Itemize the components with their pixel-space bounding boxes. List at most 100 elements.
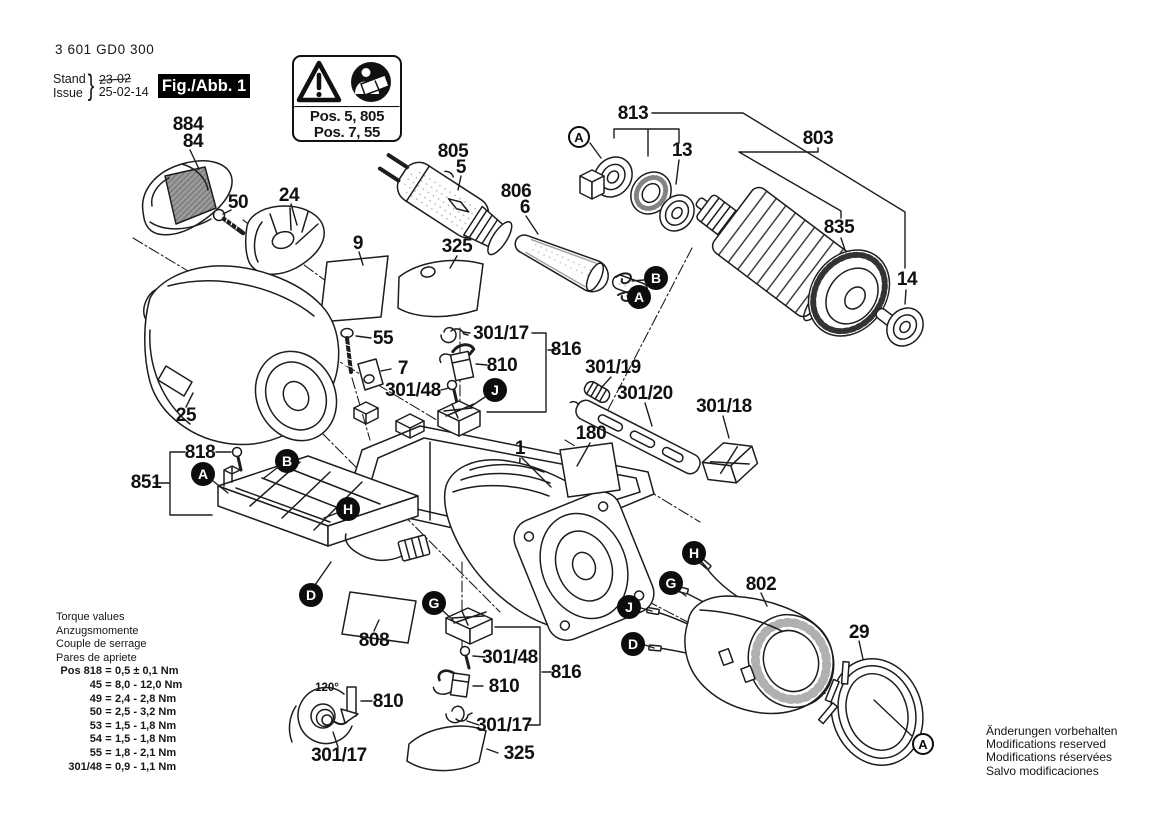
footer-note-de: Änderungen vorbehalten <box>986 724 1118 738</box>
read-manual-icon <box>351 62 391 102</box>
part-label: 884 <box>172 114 204 135</box>
equals-sign: = <box>105 706 112 719</box>
stand-label: Stand <box>53 72 86 86</box>
footer-notes: Änderungen vorbehalten Modifications res… <box>986 724 1118 778</box>
part-label: 9 <box>352 233 364 254</box>
torque-pos: 301/48 <box>68 760 102 773</box>
torque-pos: 55 <box>89 746 102 759</box>
part-label: 14 <box>896 269 918 290</box>
part-label: 806 <box>500 181 532 202</box>
part-label: 301/17 <box>473 323 529 344</box>
part-label: 813 <box>617 103 649 124</box>
part-label: 835 <box>823 217 855 238</box>
torque-title-en: Torque values <box>56 611 125 623</box>
torque-table: Torque values Anzugsmomente Couple de se… <box>56 611 182 774</box>
plate-180-drawing <box>559 442 621 498</box>
sheet-325-bottom-drawing <box>406 725 487 772</box>
torque-value: 2,5 - 3,2 Nm <box>115 706 177 719</box>
part-label: 301/17 <box>311 745 367 766</box>
torque-pos: 50 <box>89 706 102 719</box>
part-label: 7 <box>397 358 409 379</box>
connection-marker: B <box>644 266 668 290</box>
warning-triangle-icon <box>296 60 342 103</box>
part-label: 818 <box>184 442 216 463</box>
part-label: 802 <box>745 574 777 595</box>
baffle-24-drawing <box>244 205 325 275</box>
connection-marker: J <box>483 378 507 402</box>
part-label: 301/17 <box>476 715 532 736</box>
part-label: 810 <box>486 355 518 376</box>
torque-value: 1,5 - 1,8 Nm <box>115 733 177 746</box>
part-label: 1 <box>514 438 526 459</box>
issue-block: Stand Issue } 23-02 25-02-14 <box>53 69 149 103</box>
wire-end-1 <box>615 272 632 285</box>
connection-marker: A <box>627 285 651 309</box>
spring-detail-drawing <box>288 686 359 745</box>
torque-pos: 45 <box>89 678 102 691</box>
part-label: 325 <box>503 743 535 764</box>
ring-29-drawing <box>817 658 924 766</box>
issue-label: Issue <box>53 86 83 100</box>
part-label: 6 <box>519 197 531 218</box>
plate-7-drawing <box>357 358 384 391</box>
leader-lines <box>153 112 913 754</box>
torque-value: 2,4 - 2,8 Nm <box>115 692 177 705</box>
connection-marker: H <box>336 497 360 521</box>
equals-sign: = <box>105 692 112 705</box>
footer-note-es: Salvo modificaciones <box>986 763 1099 778</box>
part-label: 84 <box>182 131 204 152</box>
part-label: 55 <box>372 328 394 349</box>
part-label: 851 <box>130 472 162 493</box>
part-label: 13 <box>671 140 693 161</box>
connection-marker: H <box>682 541 706 565</box>
figure-label: Fig./Abb. 1 <box>158 74 250 98</box>
sheet-325-hole <box>420 266 436 278</box>
part-label: 24 <box>278 185 300 206</box>
connection-marker: A <box>191 462 215 486</box>
equals-sign: = <box>105 760 112 773</box>
torque-value: 1,5 - 1,8 Nm <box>115 719 177 732</box>
armature-803-drawing <box>579 156 924 347</box>
type-number: 3 601 GD0 300 <box>55 42 155 57</box>
torque-pos: 53 <box>89 719 102 732</box>
torque-row: 301/48=0,9 - 1,1 Nm <box>56 761 182 775</box>
plug-805-drawing <box>377 153 513 256</box>
equals-sign: = <box>105 746 112 759</box>
footer-note-fr: Modifications réservées <box>986 750 1113 765</box>
part-label: 5 <box>455 157 467 178</box>
part-label: 805 <box>437 141 469 162</box>
part-label: 120° <box>315 682 339 694</box>
torque-value: 0,9 - 1,1 Nm <box>115 760 177 773</box>
footer-note-en: Modifications reserved <box>986 737 1107 752</box>
warning-pos-line-1: Pos. 5, 805 <box>309 108 385 125</box>
connection-marker: J <box>617 595 641 619</box>
old-issue-date: 23-02 <box>98 71 132 87</box>
part-label: 816 <box>550 339 582 360</box>
torque-row: 54=1,5 - 1,8 Nm <box>56 733 182 747</box>
torque-pos: 49 <box>89 692 102 705</box>
equals-sign: = <box>105 719 112 732</box>
sheet-808-drawing <box>341 591 417 644</box>
screw-55-drawing <box>340 327 354 374</box>
part-label: 25 <box>175 405 197 426</box>
torque-pos: Pos 818 <box>60 665 102 678</box>
connection-marker: B <box>275 449 299 473</box>
part-label: 301/20 <box>617 383 673 404</box>
torque-value: 0,5 ± 0,1 Nm <box>115 665 179 678</box>
torque-row: 45=8,0 - 12,0 Nm <box>56 678 183 693</box>
warning-divider <box>294 106 400 108</box>
part-label: 816 <box>550 662 582 683</box>
equals-sign: = <box>105 665 112 678</box>
torque-row: 53=1,5 - 1,8 Nm <box>56 720 182 734</box>
torque-title-fr: Couple de serrage <box>56 638 147 651</box>
stator-802-drawing <box>646 557 835 715</box>
current-issue-date: 25-02-14 <box>98 85 149 99</box>
torque-row: Pos 818=0,5 ± 0,1 Nm <box>56 665 182 679</box>
brush-set-lower-drawing <box>432 607 493 724</box>
connection-marker: G <box>659 571 683 595</box>
part-label: 301/48 <box>385 380 441 401</box>
sheet-325-top-drawing <box>397 259 484 318</box>
torque-value: 1,8 - 2,1 Nm <box>115 746 177 759</box>
